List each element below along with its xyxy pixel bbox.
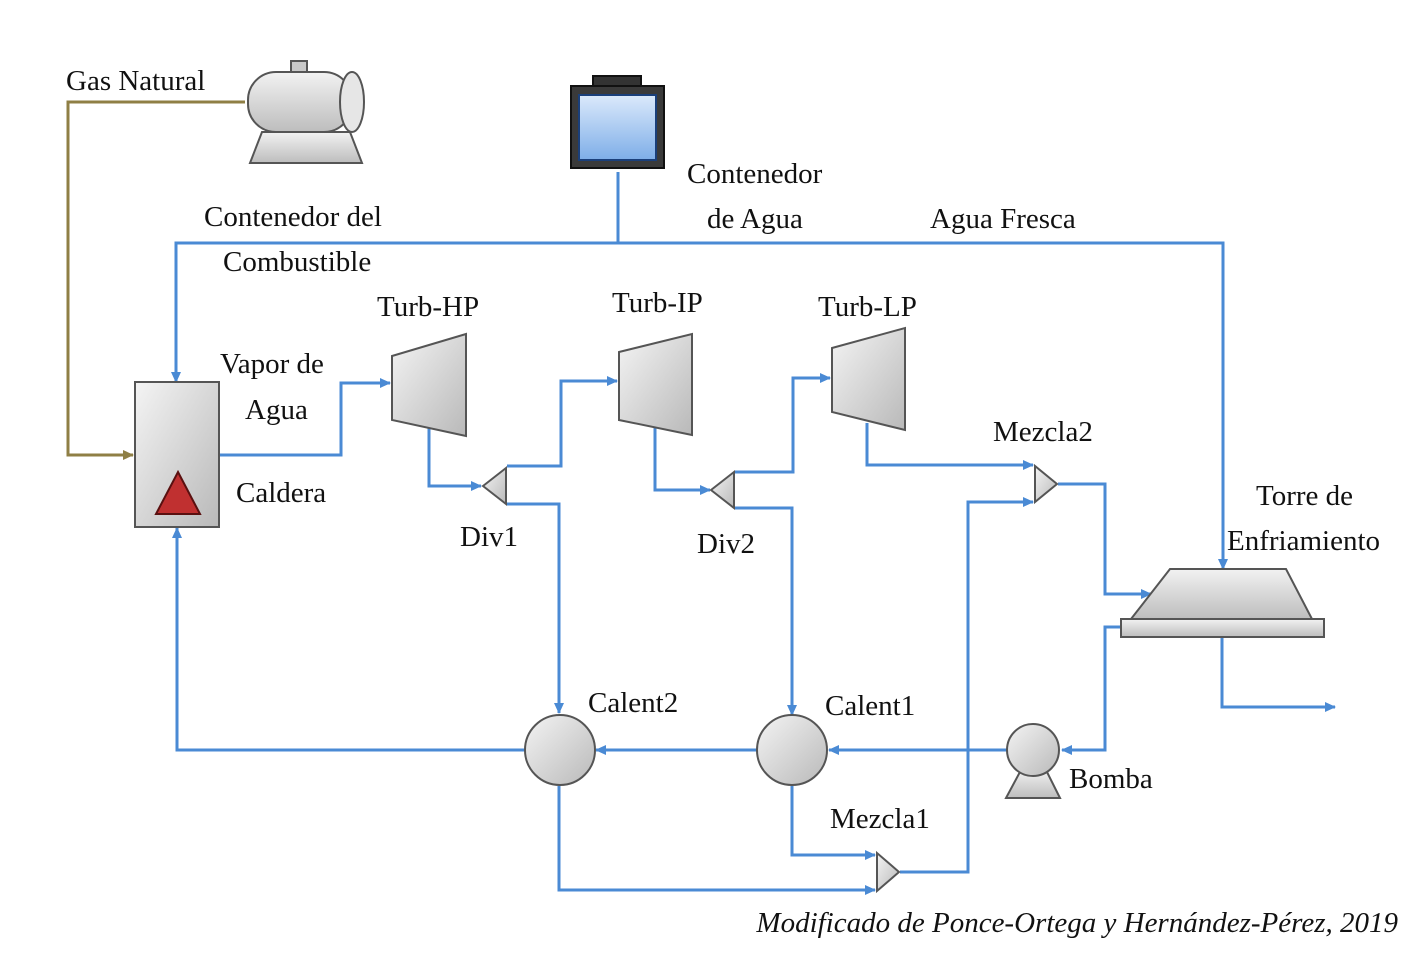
hp-to-div1-line [427,426,482,491]
water-to-caldera-line [171,172,620,383]
calent1-to-mezcla1-line [790,786,876,860]
pipes [66,100,1336,895]
divider-1-icon [481,465,507,507]
label-caldera: Caldera [236,477,326,509]
turbine-lp-icon [831,326,906,432]
water-container-icon [570,75,665,169]
div1-to-calent2-line [507,502,564,714]
gas-line [66,100,245,460]
labels: Gas Natural Contenedor del Combustible C… [66,65,1398,939]
cooling-tower-icon [1120,568,1325,638]
label-div2: Div2 [697,528,755,560]
div1-to-ip-line [507,376,618,468]
label-turb-ip: Turb-IP [612,287,703,319]
mixer-2-icon [1034,463,1059,505]
fresh-water-line [618,241,1228,570]
heater-1-icon [756,714,828,786]
label-agua: Agua [245,394,308,426]
label-combustible: Combustible [223,246,371,278]
calent2-to-caldera-line [172,527,525,752]
div2-to-lp-line [735,373,831,474]
label-vapor-de: Vapor de [220,348,324,380]
label-turb-lp: Turb-LP [818,291,917,323]
lp-to-mezcla2-line [865,423,1034,470]
label-mezcla2: Mezcla2 [993,416,1093,448]
flame-icon [154,469,202,515]
label-de-agua: de Agua [707,203,803,235]
mixer-1-icon [876,850,901,894]
div2-to-calent1-line [735,506,797,716]
turbine-ip-icon [618,332,693,437]
label-contenedor: Contenedor [687,158,823,190]
calent2-to-mezcla1-line [557,786,876,895]
turbine-hp-icon [391,332,467,438]
steam-line [220,378,391,457]
label-enfriamiento: Enfriamiento [1227,525,1380,557]
source-credit: Modificado de Ponce-Ortega y Hernández-P… [755,907,1398,939]
label-bomba: Bomba [1069,763,1153,795]
label-mezcla1: Mezcla1 [830,803,930,835]
label-agua-fresca: Agua Fresca [930,203,1076,235]
tower-outlet-line [1220,637,1336,712]
ip-to-div2-line [653,426,711,495]
gas-tank-icon [247,60,365,164]
label-torre-de: Torre de [1256,480,1353,512]
tower-to-pump-line [1061,625,1128,755]
label-contenedor-del: Contenedor del [204,201,382,233]
divider-2-icon [709,469,735,511]
heater-2-icon [524,714,596,786]
pump-icon [1004,723,1062,799]
label-gas-natural: Gas Natural [66,65,205,97]
label-calent2: Calent2 [588,687,678,719]
label-calent1: Calent1 [825,690,915,722]
mezcla2-to-tower-line [1058,482,1152,599]
mezcla1-to-mezcla2-line [900,497,1034,874]
label-turb-hp: Turb-HP [377,291,479,323]
label-div1: Div1 [460,521,518,553]
caldera-icon [134,381,220,528]
